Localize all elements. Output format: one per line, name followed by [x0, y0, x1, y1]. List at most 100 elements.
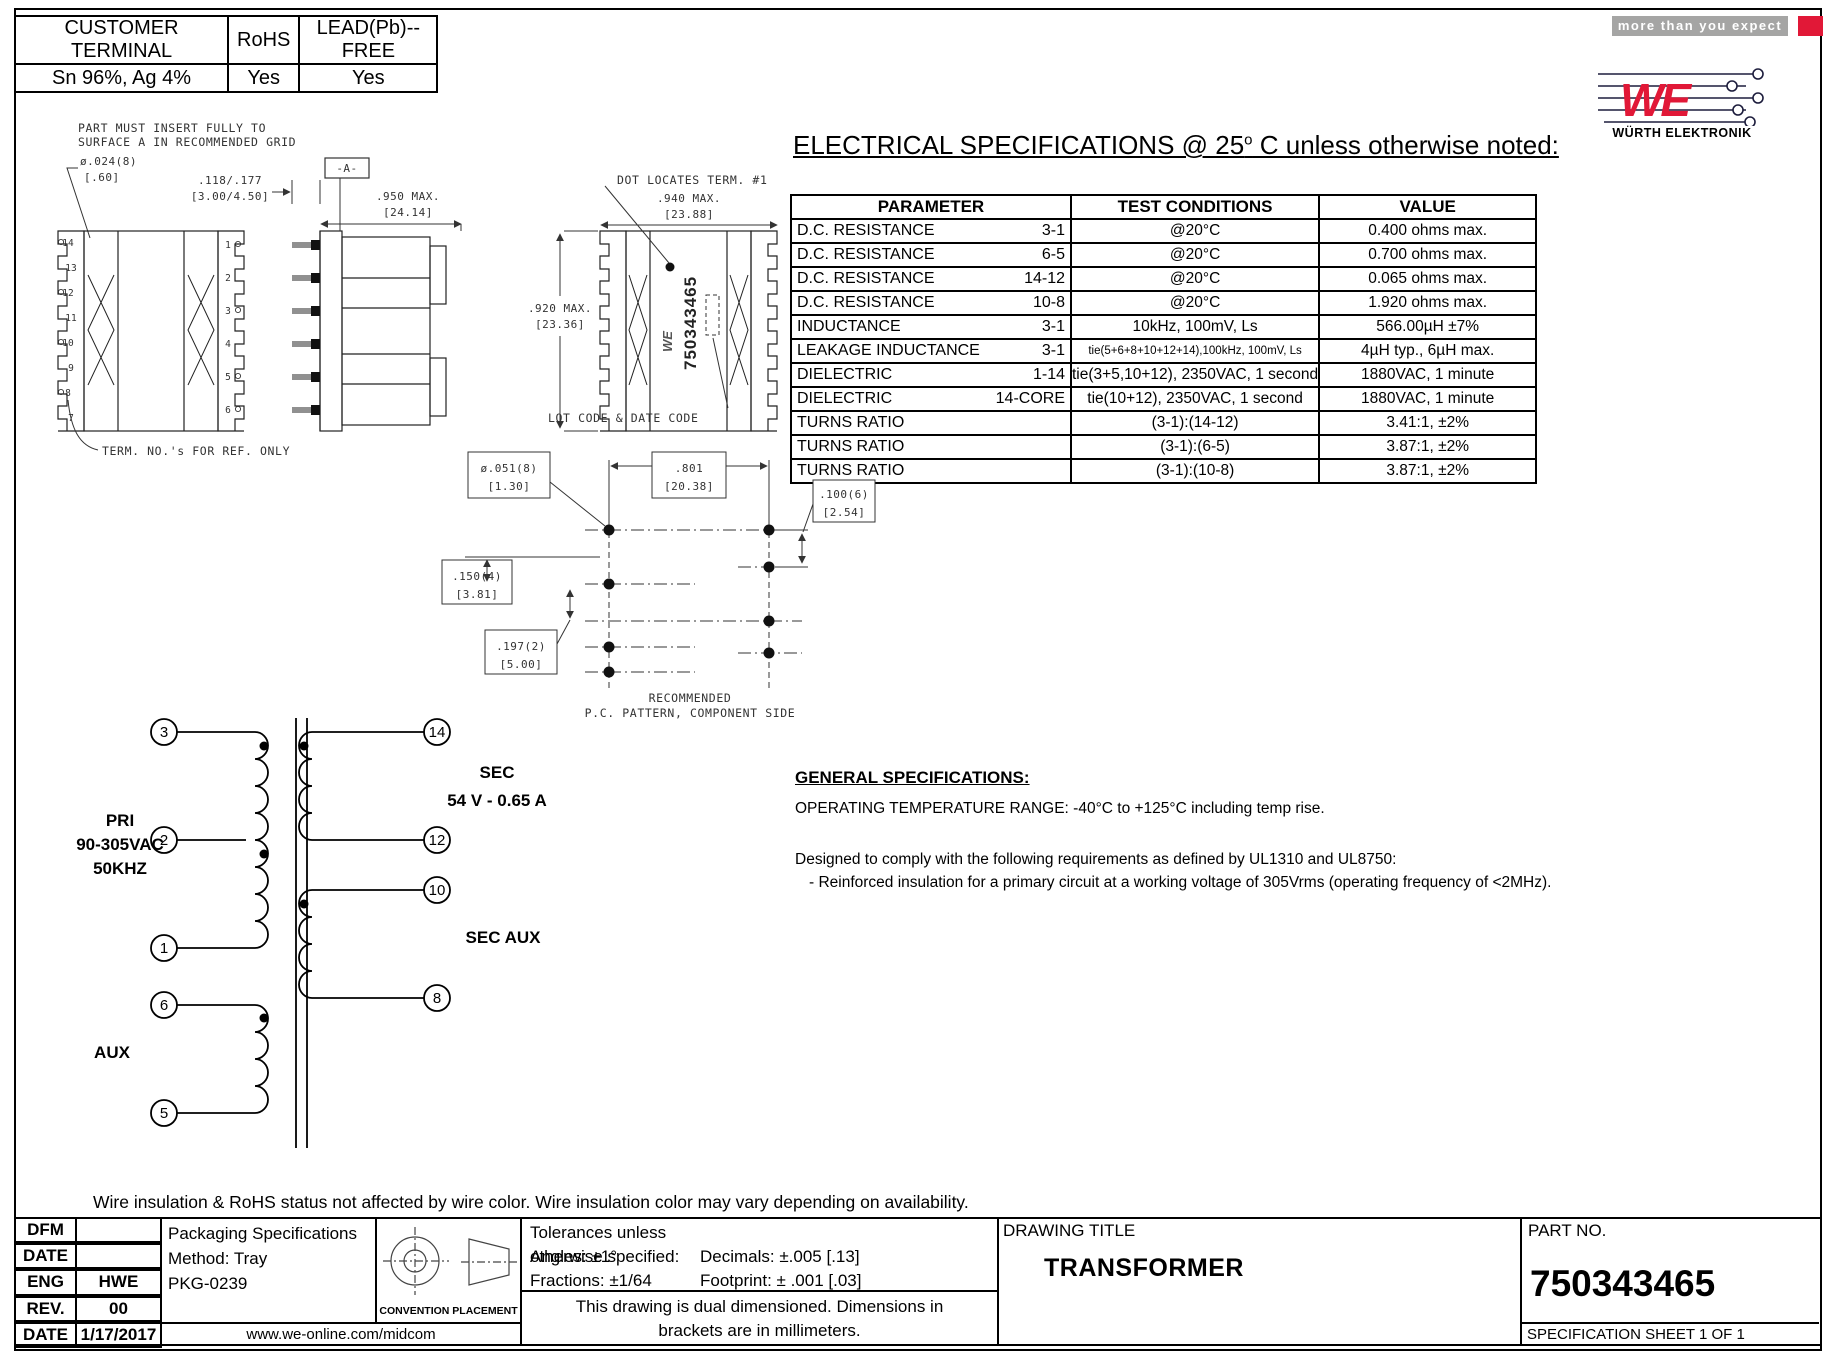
brand-tagline: more than you expect — [1612, 16, 1788, 36]
drawing-title: TRANSFORMER — [1044, 1254, 1244, 1282]
rear-left-comb — [599, 230, 627, 432]
rohs-header: RoHS — [226, 15, 301, 65]
svg-text:1: 1 — [225, 240, 231, 251]
dim-row-spacing-mm: [20.38] — [664, 480, 714, 493]
primary-winding — [177, 731, 269, 949]
spec-parameter: TURNS RATIO — [790, 410, 1072, 436]
lot-code-area — [705, 294, 720, 336]
revision-row: DFM — [14, 1217, 162, 1244]
general-specs-ul-note: Designed to comply with the following re… — [795, 851, 1397, 868]
dim-950: .950 MAX. — [376, 190, 440, 203]
svg-text:3: 3 — [225, 306, 231, 317]
convention-placement-label: CONVENTION PLACEMENT — [379, 1305, 518, 1317]
dim-pin-protrusion-lines — [272, 180, 321, 204]
pin-diameter-leader — [66, 167, 91, 239]
svg-text:2: 2 — [160, 832, 168, 849]
rear-right-comb — [750, 230, 778, 432]
spec-value: 0.700 ohms max. — [1318, 242, 1538, 268]
svg-text:8: 8 — [433, 990, 441, 1007]
lead-free-header: LEAD(Pb)--FREE — [298, 15, 439, 65]
col-header-value: VALUE — [1318, 194, 1538, 220]
packaging-pkg: PKG-0239 — [168, 1274, 248, 1293]
dim-hole-dia-mm: [1.30] — [488, 480, 531, 493]
packaging-box: Packaging Specifications Method: Tray PK… — [162, 1219, 377, 1322]
front-right-comb — [217, 230, 245, 432]
spec-test-condition: tie(10+12), 2350VAC, 1 second — [1069, 386, 1321, 412]
part-no-box: PART NO. 750343465 SPECIFICATION SHEET 1… — [1522, 1219, 1819, 1345]
col-header-parameter: PARAMETER — [790, 194, 1072, 220]
terminal-circles — [150, 718, 451, 1127]
dim-pitch-100-mm: [2.54] — [823, 506, 866, 519]
spec-test-condition: (3-1):(6-5) — [1069, 434, 1321, 460]
dual-dimension-line1: This drawing is dual dimensioned. Dimens… — [575, 1297, 944, 1316]
pri-freq-label: 50KHZ — [93, 859, 147, 878]
dim-920: .920 MAX. — [528, 302, 592, 315]
spec-row: TURNS RATIO(3-1):(10-8)3.87:1, ±2% — [790, 458, 1538, 484]
brand-company-name: WÜRTH ELEKTRONIK — [1612, 126, 1752, 140]
revision-label: ENG — [14, 1269, 77, 1296]
packaging-method: Method: Tray — [168, 1249, 268, 1268]
tol-footprint: Footprint: ± .001 [.03] — [700, 1271, 862, 1290]
wuerth-logo: WE — [1598, 68, 1764, 126]
revision-value: HWE — [77, 1269, 162, 1296]
spec-parameter: TURNS RATIO — [790, 434, 1072, 460]
logo-we-text: WE — [1620, 74, 1692, 126]
marking-part-number: 750343465 — [681, 276, 700, 370]
convention-placement-box: CONVENTION PLACEMENT — [377, 1219, 522, 1322]
datum-a-box — [324, 157, 370, 179]
sheet-label: SPECIFICATION SHEET 1 OF 1 — [1522, 1322, 1819, 1345]
spec-row: TURNS RATIO(3-1):(14-12)3.41:1, ±2% — [790, 410, 1538, 436]
svg-text:2: 2 — [225, 273, 231, 284]
rear-body — [625, 230, 752, 432]
spec-value: 0.065 ohms max. — [1318, 266, 1538, 292]
svg-text:14: 14 — [62, 238, 74, 249]
spec-value: 1880VAC, 1 minute — [1318, 362, 1538, 388]
marking-we-logo: WE — [660, 331, 675, 352]
svg-text:12: 12 — [429, 832, 446, 849]
revision-label: REV. — [14, 1295, 77, 1322]
svg-text:12: 12 — [62, 288, 73, 299]
dim-pitch-197-mm: [5.00] — [500, 658, 543, 671]
tol-fractions: Fractions: ±1/64 — [530, 1271, 652, 1290]
spec-value: 1.920 ohms max. — [1318, 290, 1538, 316]
revision-value — [77, 1243, 162, 1270]
revision-row: REV.00 — [14, 1295, 162, 1322]
spec-test-condition: @20°C — [1069, 266, 1321, 292]
dim-pin-diameter: ø.024(8) — [80, 155, 137, 168]
spec-test-condition: @20°C — [1069, 290, 1321, 316]
dim-940-mm: [23.88] — [664, 208, 714, 221]
svg-text:8: 8 — [65, 388, 71, 399]
tolerances-title: Tolerances unless otherwise specified: — [530, 1223, 680, 1266]
spec-value: 0.400 ohms max. — [1318, 218, 1538, 244]
general-specs-insulation-note: - Reinforced insulation for a primary ci… — [809, 874, 1552, 891]
sec-aux-winding — [298, 889, 424, 999]
spec-test-condition: 10kHz, 100mV, Ls — [1069, 314, 1321, 340]
rear-view — [599, 230, 778, 432]
general-specs-temp-range: OPERATING TEMPERATURE RANGE: -40°C to +1… — [795, 800, 1325, 817]
pc-pattern-dims: ø.051(8) [1.30] .801 [20.38] .100(6) [2.… — [441, 451, 876, 675]
lot-note-leader — [712, 337, 729, 409]
aux-label: AUX — [94, 1043, 131, 1062]
general-specs-heading: GENERAL SPECIFICATIONS: — [795, 768, 1030, 787]
spec-test-condition: (3-1):(14-12) — [1069, 410, 1321, 436]
customer-terminal-header: CUSTOMER TERMINAL — [14, 15, 229, 65]
packaging-title: Packaging Specifications — [168, 1224, 358, 1243]
electrical-specs-table: PARAMETER TEST CONDITIONS VALUE D.C. RES… — [790, 194, 1538, 484]
logo-staff-notes — [1726, 68, 1764, 126]
revision-label: DATE — [14, 1243, 77, 1270]
electrical-specs-title: ELECTRICAL SPECIFICATIONS @ 25o C unless… — [793, 130, 1559, 160]
dim-pitch-100: .100(6) — [819, 488, 869, 501]
pc-pattern-note-1: RECOMMENDED — [649, 691, 732, 705]
spec-parameter: TURNS RATIO — [790, 458, 1072, 484]
drawing-title-box: DRAWING TITLE TRANSFORMER — [999, 1219, 1522, 1345]
brand-red-square — [1798, 16, 1823, 36]
svg-text:5: 5 — [160, 1105, 168, 1122]
dim-pin-protrusion: .118/.177 — [198, 174, 262, 187]
spec-test-condition: tie(5+6+8+10+12+14),100kHz, 100mV, Ls — [1069, 338, 1321, 364]
